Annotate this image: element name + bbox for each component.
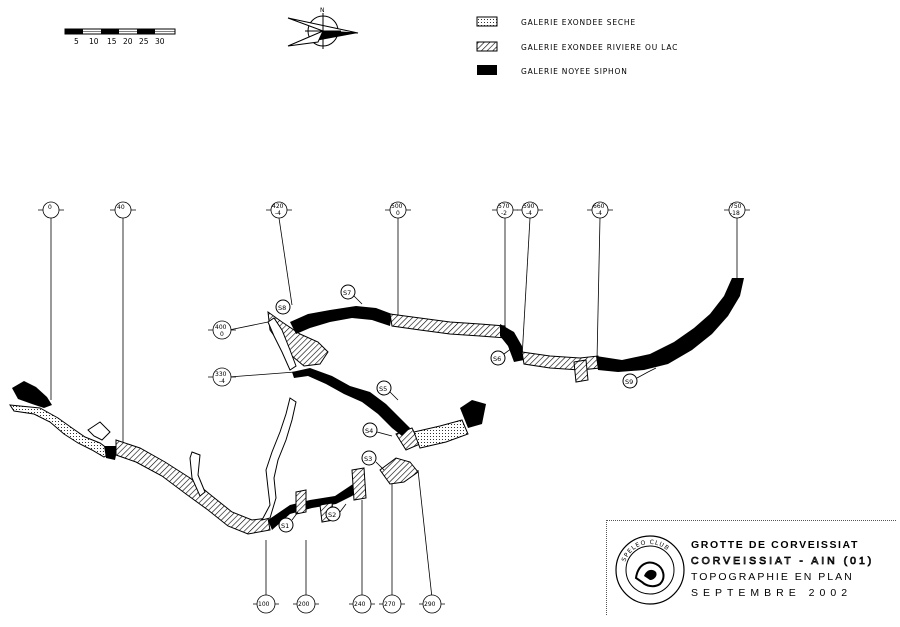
distance-value: 0 <box>48 204 52 211</box>
distance-value: 240 <box>354 601 366 608</box>
distance-marker-500 <box>385 201 411 219</box>
river-passage-upper <box>389 313 507 339</box>
distance-marker-750 <box>724 201 750 219</box>
station-S4: S4 <box>362 422 393 438</box>
legend-label-river: GALERIE EXONDEE RIVIERE OU LAC <box>521 43 678 52</box>
station-label: S5 <box>379 385 387 393</box>
station-label: S8 <box>278 304 286 312</box>
scale-tick-10: 10 <box>89 37 99 46</box>
stations: S1 S2 S3 S4 S5 S6 S7 <box>275 284 657 533</box>
north-arrow-icon: N <box>287 7 359 49</box>
distance-value: 750 <box>730 203 742 210</box>
station-S2: S2 <box>325 503 347 522</box>
map-subtitle: TOPOGRAPHIE EN PLAN <box>691 571 854 583</box>
map-location: CORVEISSIAT - AIN (01) <box>691 555 875 568</box>
depth-value: -4 <box>526 210 532 217</box>
title-block-border-top <box>606 520 896 522</box>
depth-value: -4 <box>596 210 602 217</box>
title-block-border-left <box>606 520 608 615</box>
station-S6: S6 <box>490 347 513 366</box>
distance-value: 40 <box>117 204 125 211</box>
siphon-upper <box>290 306 392 334</box>
bottom-marker-labels: 100 200 240 270 290 <box>258 601 436 608</box>
siphon-lower <box>268 478 364 530</box>
station-S7: S7 <box>340 284 363 305</box>
distance-marker-40 <box>110 201 136 219</box>
north-label: N <box>320 7 325 14</box>
distance-marker-420 <box>266 201 292 219</box>
station-label: S6 <box>493 355 501 363</box>
scale-tick-25: 25 <box>139 37 149 46</box>
scale-tick-20: 20 <box>123 37 133 46</box>
depth-value: -4 <box>219 378 225 385</box>
club-seal-icon: SPELEO CLUB <box>615 535 685 605</box>
distance-value: 420 <box>272 203 284 210</box>
siphon-middle <box>292 368 410 436</box>
dry-passage-left <box>8 404 113 458</box>
station-label: S7 <box>343 289 351 297</box>
siphon-final <box>596 278 744 372</box>
scale-tick-5: 5 <box>74 37 79 46</box>
station-label: S2 <box>328 511 336 519</box>
station-S5: S5 <box>376 380 399 401</box>
distance-value: 500 <box>391 203 403 210</box>
legend: GALERIE EXONDEE SECHE GALERIE EXONDEE RI… <box>476 16 678 76</box>
legend-label-dry: GALERIE EXONDEE SECHE <box>521 18 636 27</box>
distance-value: 590 <box>523 203 535 210</box>
map-date: SEPTEMBRE 2002 <box>691 587 853 599</box>
river-passage-left <box>115 439 271 535</box>
side-marker-labels: 400 0 330 -4 <box>215 324 227 385</box>
depth-value: -18 <box>730 210 740 217</box>
distance-marker-labels: 0 40 420 -4 500 0 570 -2 590 -4 660 -4 7… <box>48 203 742 217</box>
map-title: GROTTE DE CORVEISSIAT <box>691 539 859 551</box>
legend-swatch-dry <box>476 16 498 27</box>
station-label: S3 <box>364 455 372 463</box>
scale-tick-30: 30 <box>155 37 165 46</box>
depth-value: -4 <box>275 210 281 217</box>
distance-value: 570 <box>498 203 510 210</box>
station-S3: S3 <box>361 450 385 471</box>
depth-value: -2 <box>501 210 507 217</box>
scale-tick-15: 15 <box>107 37 117 46</box>
distance-marker-570 <box>492 201 518 219</box>
distance-value: 200 <box>298 601 310 608</box>
distance-marker-0 <box>38 201 64 219</box>
station-S8: S8 <box>275 299 291 315</box>
distance-value: 660 <box>593 203 605 210</box>
legend-swatch-river <box>476 41 498 52</box>
distance-markers <box>38 201 750 450</box>
bottom-markers <box>253 469 445 614</box>
distance-marker-660 <box>587 201 613 219</box>
legend-swatch-siphon <box>477 65 497 75</box>
distance-value: 290 <box>424 601 436 608</box>
scale-bar: 5 10 15 20 25 30 <box>64 28 176 46</box>
depth-value: 0 <box>220 331 224 338</box>
cave-passages <box>8 278 744 535</box>
siphon-entrance <box>12 381 52 408</box>
station-label: S1 <box>281 522 289 530</box>
legend-label-siphon: GALERIE NOYEE SIPHON <box>521 67 628 76</box>
station-S1: S1 <box>278 511 299 533</box>
station-label: S4 <box>365 427 373 435</box>
distance-value: 100 <box>258 601 270 608</box>
distance-value: 400 <box>215 324 227 331</box>
distance-value: 270 <box>384 601 396 608</box>
depth-value: 0 <box>396 210 400 217</box>
station-label: S9 <box>625 378 633 386</box>
title-block: SPELEO CLUB GROTTE DE CORVEISSIAT CORVEI… <box>606 520 896 615</box>
station-S9: S9 <box>622 367 657 389</box>
distance-marker-590 <box>517 201 543 219</box>
distance-value: 330 <box>215 371 227 378</box>
side-markers <box>208 320 296 387</box>
